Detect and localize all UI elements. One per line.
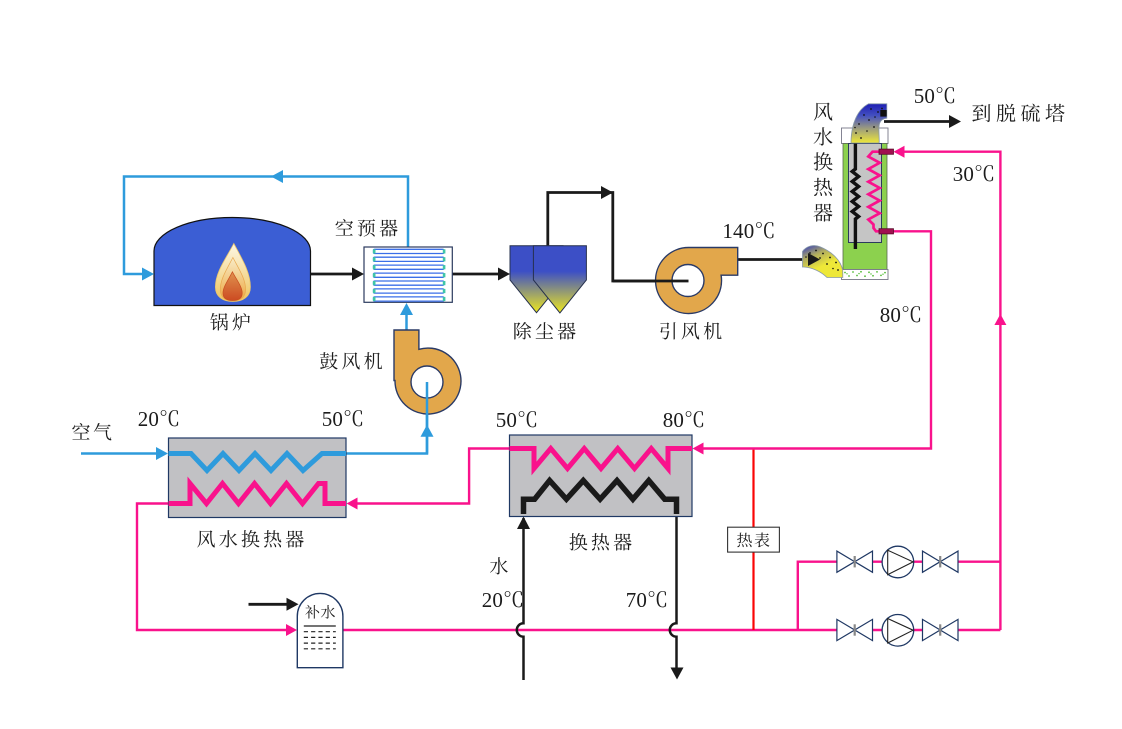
makeup-water-tank: [296, 592, 344, 669]
air-water-hx-label: 风水换热器: [196, 525, 308, 553]
flow-arrow: [271, 170, 283, 183]
tower-base-band: [841, 269, 889, 280]
pipe-hx-to-hx: [353, 447, 510, 505]
temp-stack-outlet: 50℃: [913, 79, 957, 110]
preheater-tube: [372, 256, 446, 263]
flow-arrow: [400, 303, 413, 315]
forced-draft-fan: [393, 329, 462, 454]
pump-icon: [881, 613, 915, 647]
temp-hx-water-hot: 80℃: [662, 403, 706, 434]
tap-water-in-pipe: [515, 518, 525, 680]
temp-tap-water-in: 20℃: [481, 583, 525, 614]
flow-arrows-blue: [142, 170, 434, 460]
heat-meter-label: 热表: [736, 527, 772, 551]
flow-arrow: [517, 516, 530, 529]
tower-outlet-duct-dots: [854, 107, 883, 139]
water-water-hx-box: [508, 434, 693, 518]
air-water-hx-box: [167, 437, 347, 519]
water-water-hx-cold-coil: [520, 476, 680, 514]
flow-arrow: [286, 597, 299, 611]
tap-water-pipes: [515, 516, 678, 680]
air-water-hx-water-coil: [168, 476, 346, 508]
boiler: [153, 216, 312, 307]
preheater-tube: [372, 280, 446, 286]
flow-arrow: [601, 186, 613, 199]
induced-draft-fan-label: 引风机: [658, 317, 726, 345]
temp-return-water: 30℃: [952, 157, 996, 188]
flow-arrows-black: [286, 115, 961, 680]
tap-water-out-pipe: [668, 516, 678, 669]
boiler-flame-core: [222, 271, 243, 301]
pump-icon: [881, 545, 915, 579]
dust-collector: [509, 245, 587, 314]
preheater-tube: [372, 272, 446, 278]
makeup-tank-water-lines: [303, 625, 336, 650]
flow-arrow: [420, 424, 434, 437]
preheater-tube: [372, 296, 446, 302]
flow-arrow: [692, 442, 704, 455]
tower-outlet-duct: [850, 103, 888, 144]
preheater-tube: [372, 248, 446, 255]
flow-arrow: [670, 667, 684, 680]
flow-arrows-pink: [286, 145, 1007, 636]
flow-arrow: [156, 447, 168, 460]
tower-port-bottom: [878, 228, 894, 235]
temp-air-out: 50℃: [321, 402, 365, 433]
hot-air-loop-pipe: [122, 175, 410, 276]
forced-draft-fan-label: 鼓风机: [319, 347, 386, 375]
flow-arrow: [142, 267, 154, 281]
flow-arrow: [949, 115, 961, 128]
tower-water-coil: [865, 150, 884, 233]
tower-inlet-duct: [802, 245, 844, 278]
valve-icon: [921, 618, 959, 642]
flow-arrow: [994, 314, 1007, 325]
temp-air-in: 20℃: [137, 402, 181, 433]
valve-icon: [836, 550, 874, 574]
water-water-hx-label: 换热器: [568, 528, 636, 556]
stack-damper-square: [880, 110, 887, 117]
heat-meter-box: [727, 526, 780, 553]
makeup-water-label: 补水: [304, 601, 337, 623]
preheater-tube: [372, 288, 446, 294]
gas-water-tower: [802, 103, 894, 280]
temp-tap-water-out: 70℃: [625, 583, 669, 614]
valve-icon: [921, 550, 959, 574]
flow-arrow: [808, 253, 820, 266]
pump-branch-riser: [796, 560, 837, 630]
flow-arrow: [352, 267, 364, 281]
air-preheater-label: 空预器: [334, 214, 402, 242]
flow-arrow: [286, 624, 297, 636]
supply-pipe-tower-to-hx: [699, 230, 933, 450]
tower-base-speckles: [844, 270, 886, 278]
pump-valve-assemblies: [836, 545, 959, 647]
to-desulfurization-label: 到脱硫塔: [971, 97, 1070, 127]
temp-hx-water-cold: 50℃: [495, 403, 539, 434]
flow-arrow: [893, 145, 905, 158]
return-riser-to-tower: [899, 150, 1002, 630]
air-water-hx-air-coil: [168, 449, 346, 475]
air-water-hx: [167, 437, 347, 519]
preheater-tube: [372, 264, 446, 270]
tower-port-top: [878, 148, 894, 155]
valve-icon: [836, 618, 874, 642]
makeup-tank-body: [296, 592, 344, 669]
tower-gas-coil: [849, 142, 862, 249]
return-pipe-left: [135, 502, 291, 632]
flow-arrow: [346, 497, 358, 510]
gas-water-tower-label: 风水换热器: [808, 101, 838, 227]
temp-supply-water: 80℃: [879, 298, 923, 329]
air-preheater: [363, 246, 453, 303]
flow-arrow: [498, 267, 510, 281]
dust-collector-label: 除尘器: [512, 317, 580, 345]
air-preheater-tubes: [372, 248, 446, 302]
dust-collector-cell: [532, 245, 587, 314]
air-inlet-label: 空气: [71, 417, 115, 445]
tap-water-label: 水: [489, 551, 512, 579]
induced-draft-fan: [612, 246, 739, 315]
water-water-hx-hot-coil: [509, 444, 692, 476]
temp-fan-outlet: 140℃: [722, 214, 776, 245]
boiler-label: 锅炉: [209, 307, 255, 335]
water-water-hx: [508, 434, 693, 518]
